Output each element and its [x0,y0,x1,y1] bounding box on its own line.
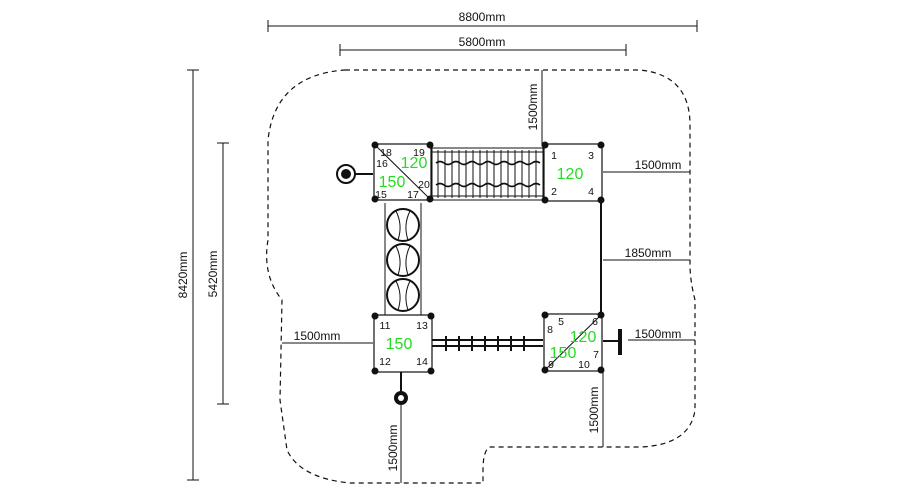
svg-text:7: 7 [593,349,599,361]
telescope-accessory [603,329,622,355]
dim-total-height: 8420mm [176,69,199,481]
platform-bottom-right: 5 6 8 7 9 10 120 150 [541,311,605,374]
dim-bottom-right-clearance: 1500mm [587,370,604,447]
svg-text:5800mm: 5800mm [459,35,506,49]
dim-top-clearance: 1500mm [526,70,543,146]
dim-total-width: 8800mm [267,10,698,32]
horizontal-ladder [432,336,543,351]
bottom-panel-accessory [394,372,408,405]
svg-text:17: 17 [407,189,419,201]
dim-inner-height: 5420mm [206,142,229,405]
dim-right-mid-clearance: 1850mm [603,246,690,261]
platform-bottom-left: 11 13 12 14 150 [371,312,435,375]
svg-text:150: 150 [550,345,577,362]
dim-right-top-clearance: 1500mm [603,158,690,173]
svg-text:1500mm: 1500mm [386,425,400,472]
svg-text:120: 120 [401,155,428,172]
svg-text:1500mm: 1500mm [635,158,682,172]
svg-text:120: 120 [557,166,584,183]
svg-text:6: 6 [592,316,598,328]
svg-text:8: 8 [547,324,553,336]
svg-text:18: 18 [380,147,392,159]
svg-text:5: 5 [558,316,564,328]
svg-text:150: 150 [379,174,406,191]
svg-text:120: 120 [570,329,597,346]
svg-text:1850mm: 1850mm [625,246,672,260]
svg-text:4: 4 [588,186,594,198]
svg-text:16: 16 [376,158,388,170]
tyre-tunnel [384,203,422,316]
svg-text:20: 20 [418,179,430,191]
platform-top-right: 1 3 2 4 120 [541,141,605,204]
svg-text:8420mm: 8420mm [176,252,190,299]
svg-text:2: 2 [551,186,557,198]
svg-text:8800mm: 8800mm [459,10,506,24]
dim-inner-width: 5800mm [339,35,627,56]
svg-text:15: 15 [375,189,387,201]
svg-text:5420mm: 5420mm [206,251,220,298]
svg-text:10: 10 [578,359,590,371]
svg-text:1: 1 [551,150,557,162]
svg-text:19: 19 [413,147,425,159]
steering-wheel-accessory [336,164,373,184]
dim-right-bottom-clearance: 1500mm [628,327,695,341]
svg-text:13: 13 [416,320,428,332]
svg-text:1500mm: 1500mm [294,329,341,343]
platform-top-left: 18 19 16 15 20 17 120 150 [371,141,434,203]
svg-text:1500mm: 1500mm [635,327,682,341]
svg-text:1500mm: 1500mm [587,387,601,434]
safety-zone-boundary [266,69,696,484]
svg-text:3: 3 [588,150,594,162]
svg-text:14: 14 [416,356,428,368]
svg-text:11: 11 [380,320,391,332]
svg-text:150: 150 [386,336,413,353]
dim-bottom-left-clearance: 1500mm [386,404,402,483]
dim-left-clearance: 1500mm [282,329,373,344]
svg-text:9: 9 [548,359,554,371]
svg-text:12: 12 [379,356,391,368]
svg-text:1500mm: 1500mm [526,84,540,131]
rope-bridge [431,147,544,201]
